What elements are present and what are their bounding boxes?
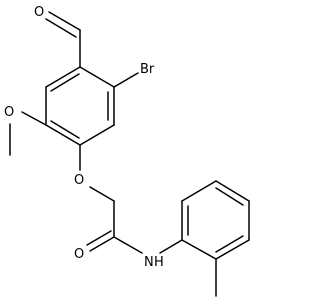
ring2-bond-3 (215, 180, 250, 202)
amide-cn-bond (113, 236, 143, 254)
aldehyde-group: O (34, 5, 81, 68)
aldehyde-oxygen-label: O (34, 5, 44, 20)
ether-ch2-bond (89, 186, 115, 202)
ring2-bond-2 (181, 180, 217, 202)
ring2-bond-5-inner (215, 235, 244, 253)
ring1-bond-4-inner (50, 120, 80, 139)
methoxy-oxygen-label: O (4, 105, 14, 120)
amide-hydrogen-label: H (154, 255, 164, 270)
bromine-bond (113, 72, 139, 88)
bromine-substituent: Br (113, 62, 155, 88)
ring2-bond-6 (181, 239, 217, 260)
ether-oxygen-label: O (74, 173, 84, 188)
right-benzene-ring (181, 180, 250, 297)
aldehyde-co-bond-1 (48, 11, 81, 31)
ether-linkage: O (74, 144, 115, 238)
amide-co-bond-2 (86, 230, 112, 246)
amide-co-bond-1 (89, 236, 115, 252)
ring1-bond-6-inner (50, 73, 80, 92)
bromine-label: Br (140, 62, 155, 77)
amide-group: O N H (74, 230, 183, 270)
amide-nitrogen-label: N (144, 255, 154, 270)
ring1-bond-3 (79, 124, 115, 146)
ring2-bond-3-inner (215, 187, 244, 206)
methoxy-ring-bond (21, 111, 47, 126)
nitrogen-ring-bond (159, 239, 183, 254)
amide-oxygen-label: O (74, 247, 84, 262)
ring1-bond-6 (45, 66, 81, 88)
ring2-bond-5 (215, 239, 250, 260)
ring1-bond-4 (45, 124, 81, 146)
molecule-structure: O Br O O O N H (4, 5, 250, 297)
ring1-bond-1 (79, 66, 115, 88)
left-benzene-ring (45, 66, 115, 146)
aldehyde-co-bond-2 (45, 18, 77, 38)
methoxy-group: O (4, 105, 47, 156)
